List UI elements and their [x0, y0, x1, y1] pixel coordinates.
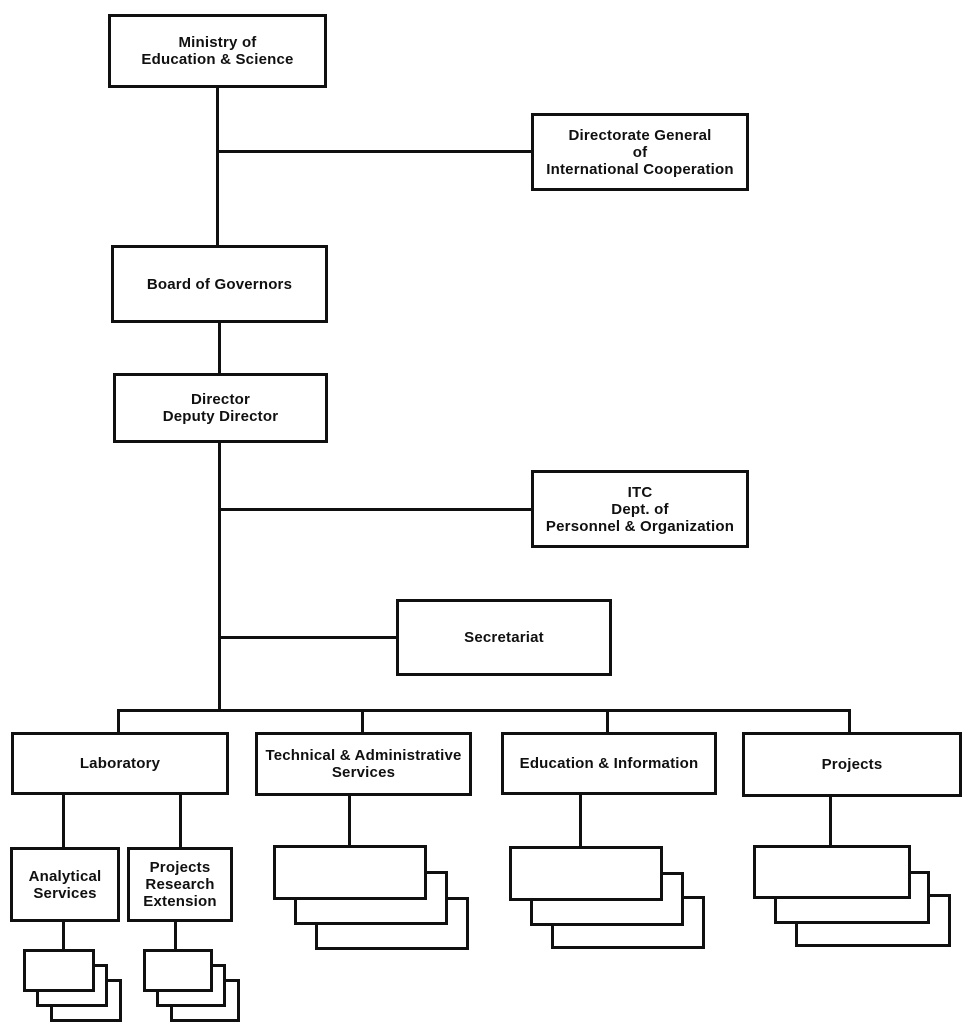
node-analytical-services: Analytical Services: [10, 847, 120, 922]
connector-projects-research-stack: [174, 921, 177, 950]
connector-bus-projects: [848, 709, 851, 734]
node-education-info: Education & Information: [501, 732, 717, 795]
node-projects: Projects: [742, 732, 962, 797]
node-ministry: Ministry of Education & Science: [108, 14, 327, 88]
node-laboratory: Laboratory: [11, 732, 229, 795]
connector-director-bus: [218, 442, 221, 712]
node-directorate-general: Directorate General of International Coo…: [531, 113, 749, 191]
node-label: Board of Governors: [146, 275, 293, 293]
node-director: Director Deputy Director: [113, 373, 328, 443]
node-label: of: [632, 143, 648, 161]
node-itc-personnel: ITC Dept. of Personnel & Organization: [531, 470, 749, 548]
connector-laboratory-analytical: [62, 794, 65, 848]
connector-governors-director: [218, 322, 221, 375]
node-secretariat: Secretariat: [396, 599, 612, 676]
stack-box-projects-research-1: [143, 949, 213, 992]
node-label: Laboratory: [79, 755, 161, 772]
connector-to-secretariat: [219, 636, 397, 639]
stack-box-education-1: [509, 846, 663, 901]
node-label: Secretariat: [464, 629, 544, 646]
node-label: Services: [33, 884, 97, 902]
node-label: Research: [145, 876, 215, 893]
connector-ministry-governors: [216, 87, 219, 247]
node-label: ITC: [627, 483, 653, 501]
node-label: Extension: [143, 893, 217, 910]
connector-to-itc: [219, 508, 532, 511]
node-label: Education & Science: [141, 51, 294, 68]
stack-box-analytical-1: [23, 949, 95, 992]
node-label: Directorate General: [568, 126, 712, 144]
node-label: Education & Information: [519, 755, 699, 772]
node-label: Projects: [821, 756, 883, 773]
node-projects-research-extension: Projects Research Extension: [127, 847, 233, 922]
connector-laboratory-projects-research: [179, 794, 182, 848]
stack-box-projects-1: [753, 845, 911, 899]
node-technical-admin: Technical & Administrative Services: [255, 732, 472, 796]
node-label: Dept. of: [611, 500, 669, 518]
node-label: Director: [190, 391, 251, 408]
connector-bus-laboratory: [117, 709, 120, 733]
node-label: Services: [331, 764, 396, 781]
node-label: Personnel & Organization: [545, 517, 735, 535]
connector-bus-education: [606, 709, 609, 733]
connector-bus-technical: [361, 709, 364, 733]
node-label: Technical & Administrative: [265, 747, 462, 764]
node-board-of-governors: Board of Governors: [111, 245, 328, 323]
node-label: Projects: [149, 859, 211, 876]
stack-box-technical-1: [273, 845, 427, 900]
connector-education-stack: [579, 794, 582, 847]
connector-department-bus: [117, 709, 851, 712]
connector-analytical-stack: [62, 921, 65, 950]
node-label: Analytical: [28, 867, 102, 885]
connector-projects-stack: [829, 795, 832, 846]
connector-to-directorate-general: [216, 150, 532, 153]
node-label: Ministry of: [178, 34, 257, 51]
node-label: International Cooperation: [546, 160, 734, 178]
node-label: Deputy Director: [162, 408, 279, 425]
connector-technical-stack: [348, 794, 351, 846]
